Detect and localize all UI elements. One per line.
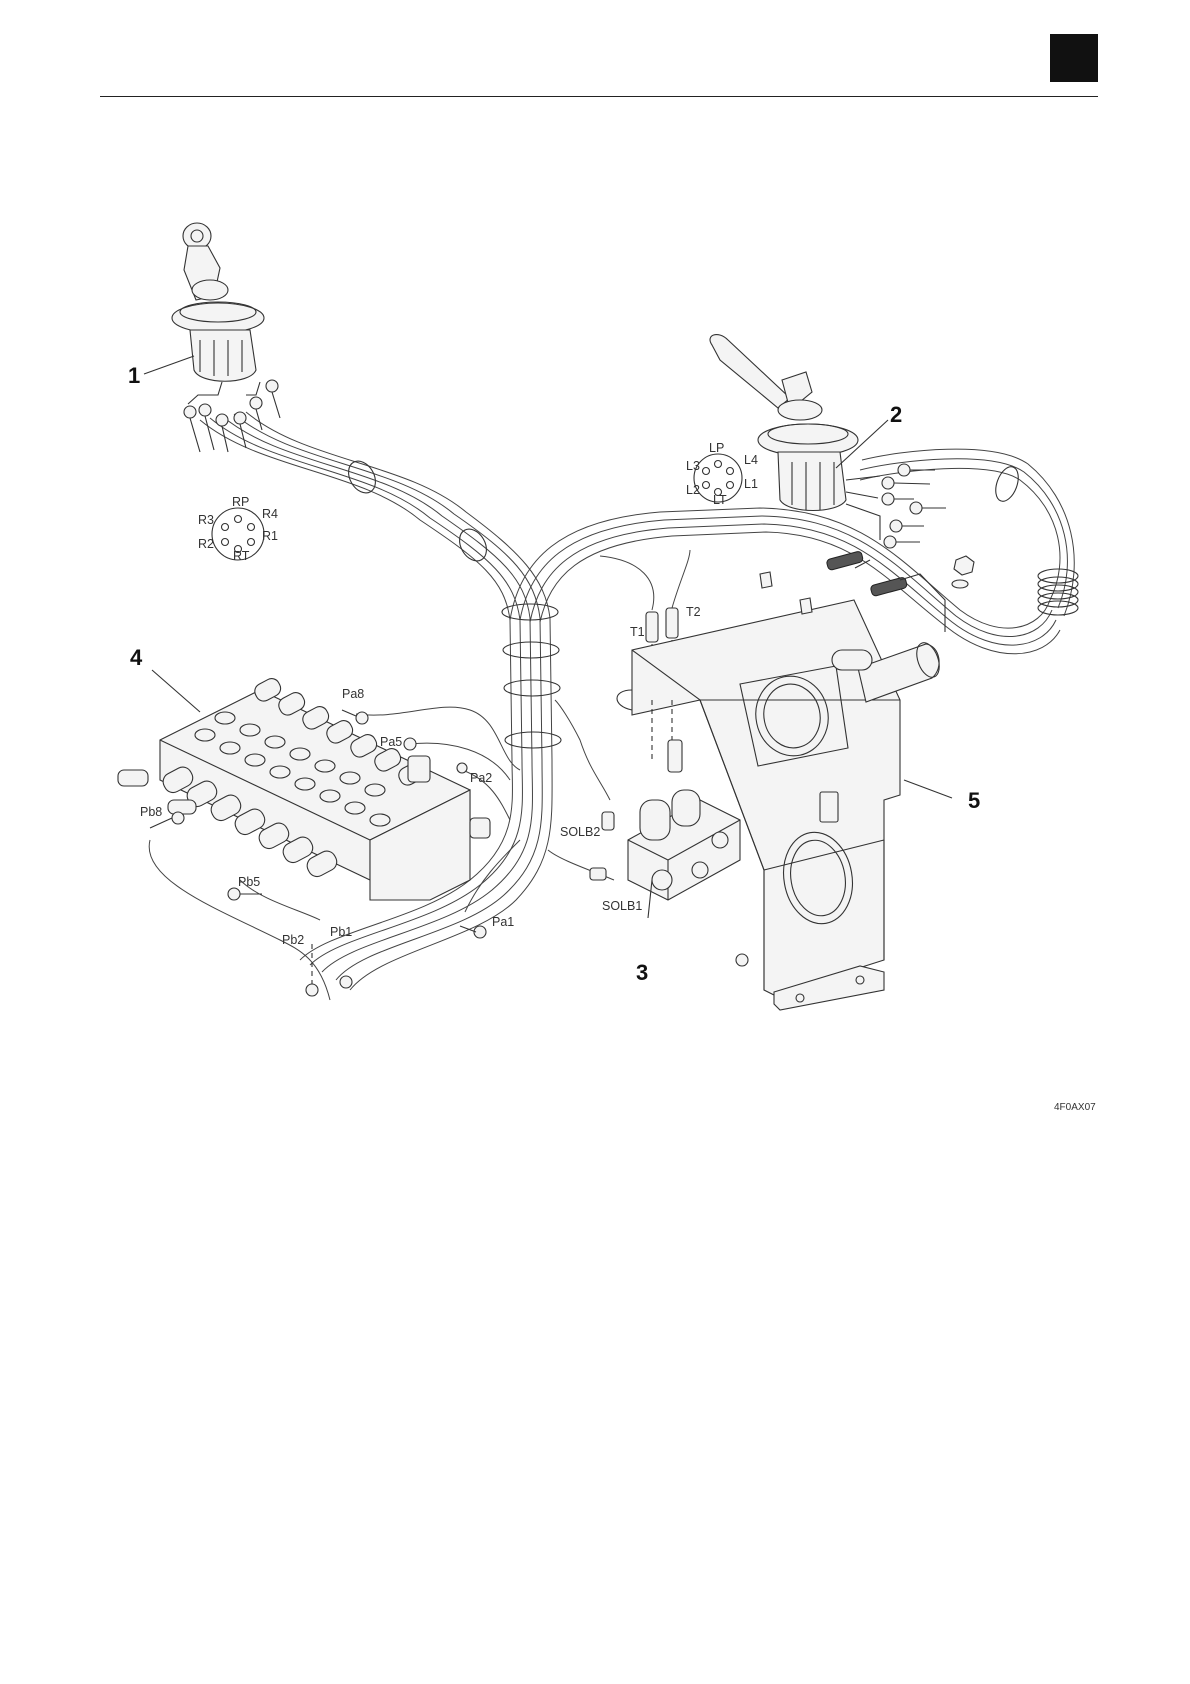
right-pattern-r3: R3 (198, 513, 214, 527)
left-pattern-l1: L1 (744, 477, 758, 491)
port-label-pb8: Pb8 (140, 805, 162, 819)
right-pattern-r4: R4 (262, 507, 278, 521)
port-label-pa5: Pa5 (380, 735, 402, 749)
left-pattern-lt: LT (713, 493, 727, 507)
port-label-solb2: SOLB2 (560, 825, 600, 839)
left-joystick-fittings (846, 464, 974, 588)
port-label-t2: T2 (686, 605, 701, 619)
port-label-pa8: Pa8 (342, 687, 364, 701)
left-pattern-l4: L4 (744, 453, 758, 467)
control-valve (118, 676, 490, 900)
left-pattern-l2: L2 (686, 483, 700, 497)
left-pattern-l3: L3 (686, 459, 700, 473)
port-label-pb1: Pb1 (330, 925, 352, 939)
figure-code: 4F0AX07 (1054, 1102, 1096, 1113)
port-label-pa2: Pa2 (470, 771, 492, 785)
left-pattern-lp: LP (709, 441, 724, 455)
callout-1: 1 (128, 363, 140, 388)
callout-4: 4 (130, 645, 143, 670)
right-joystick (172, 223, 264, 381)
port-label-pb5: Pb5 (238, 875, 260, 889)
callout-2: 2 (890, 402, 902, 427)
right-pattern-rt: RT (233, 549, 250, 563)
port-label-t1: T1 (630, 625, 645, 639)
right-pattern-r1: R1 (262, 529, 278, 543)
callout-3: 3 (636, 960, 648, 985)
callout-5: 5 (968, 788, 980, 813)
right-pattern-rp: RP (232, 495, 249, 509)
port-label-solb1: SOLB1 (602, 899, 642, 913)
left-joystick (710, 335, 858, 511)
seat-stand (617, 572, 944, 1010)
port-label-pb2: Pb2 (282, 933, 304, 947)
port-label-pa1: Pa1 (492, 915, 514, 929)
right-pattern-r2: R2 (198, 537, 214, 551)
